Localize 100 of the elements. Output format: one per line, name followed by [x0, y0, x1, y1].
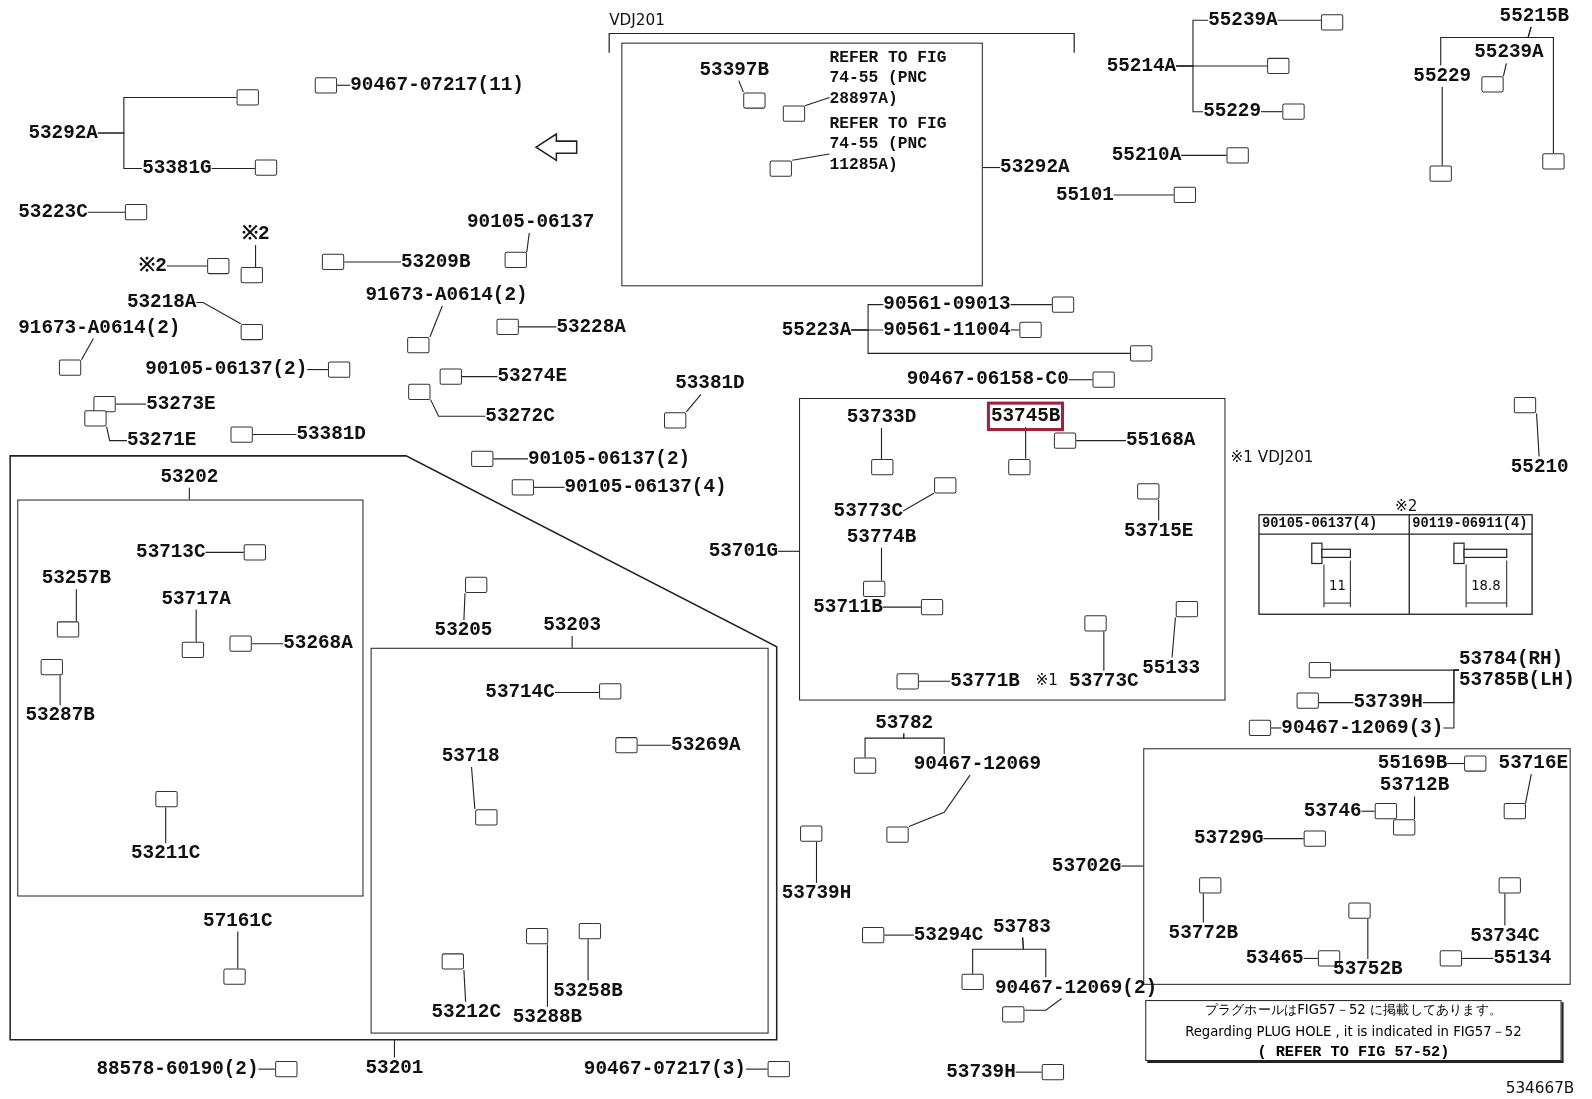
leader-line	[1502, 62, 1507, 77]
leader-line	[211, 168, 256, 170]
part-outline	[853, 757, 877, 774]
part-number: 53223C	[18, 201, 88, 223]
part-number: 88578-60190(2)	[96, 1058, 259, 1080]
leader-line	[738, 80, 744, 93]
part-number: 53739H	[781, 882, 852, 905]
leader-line	[237, 930, 239, 970]
part-outline	[207, 257, 230, 275]
part-number: 53785B(LH)	[1459, 670, 1575, 692]
leader-line	[393, 1039, 395, 1059]
leader-line	[518, 326, 557, 328]
part-outline	[1514, 397, 1537, 414]
leader-line	[554, 691, 600, 693]
leader-line	[533, 486, 566, 488]
leader-line	[166, 265, 208, 267]
leader-line	[1524, 773, 1532, 804]
part-outline	[1008, 458, 1031, 476]
part-number: 53274E	[497, 366, 567, 388]
leader-line	[791, 153, 831, 161]
part-outline	[59, 359, 82, 377]
leader-line	[745, 1068, 769, 1070]
part-number: 53716E	[1498, 752, 1569, 775]
part-number: 53381D	[675, 373, 745, 395]
part-number: 90105-06137(2)	[527, 448, 691, 470]
note-box	[1145, 1000, 1562, 1061]
leader-line	[815, 841, 818, 884]
part-number: 91673-A0614(2)	[18, 317, 181, 339]
part-outline	[408, 383, 431, 400]
part-outline	[1464, 755, 1487, 772]
leader-line	[461, 376, 499, 378]
part-number: 53739H	[946, 1061, 1016, 1083]
leader-line	[1441, 86, 1443, 167]
part-number: 55214A	[1106, 55, 1177, 77]
part-number: 53201	[365, 1057, 424, 1079]
leader-line	[1461, 957, 1495, 959]
part-number: 53272C	[485, 405, 555, 427]
leader-line	[1202, 893, 1204, 924]
leader-line	[188, 487, 190, 501]
leader-line	[903, 732, 945, 755]
part-number: 53212C	[431, 1001, 501, 1023]
leader-line	[777, 550, 800, 552]
part-outline	[1267, 57, 1290, 75]
part-outline	[1019, 321, 1042, 339]
leader-line	[880, 427, 883, 460]
leader-line	[1442, 669, 1460, 729]
part-number: 53713C	[136, 541, 206, 563]
part-number: 55168A	[1125, 430, 1196, 452]
leader-line	[204, 551, 245, 553]
part-number: 53714C	[485, 681, 555, 704]
leader-line	[1260, 111, 1283, 113]
leader-line	[880, 547, 883, 582]
part-outline	[465, 577, 488, 594]
part-outline	[1542, 153, 1565, 170]
part-number: 53711B	[813, 596, 883, 618]
part-outline	[1392, 819, 1416, 836]
part-outline	[769, 160, 793, 177]
leader-line	[1367, 918, 1369, 960]
part-number: 53292A	[1000, 156, 1070, 179]
note-text: プラグホールはFIG57－52 に掲載してあります。	[1204, 1000, 1502, 1019]
leader-line	[195, 302, 242, 325]
part-number: 53209B	[401, 251, 471, 273]
leader-line	[918, 680, 951, 682]
leader-line	[882, 606, 922, 608]
part-outline	[896, 673, 919, 690]
part-number: 90105-06137(2)	[145, 358, 308, 381]
leader-line	[1270, 727, 1282, 729]
table-header: 90119-06911(4)	[1412, 516, 1528, 532]
leader-line	[982, 166, 1001, 169]
leader-line	[255, 244, 257, 268]
leader-line	[463, 969, 467, 1003]
leader-line	[195, 609, 197, 643]
reference-note: REFER TO FIG 74-55 (PNC 11285A)	[829, 113, 947, 175]
part-number: 55229	[1203, 101, 1262, 123]
part-number: 55210	[1510, 456, 1569, 478]
leader-line	[251, 643, 284, 645]
footnote-mark: ※2	[241, 223, 270, 246]
part-number: 53783	[992, 916, 1051, 938]
part-outline	[314, 77, 338, 94]
part-outline	[767, 1061, 790, 1078]
footnote-mark: ※2	[139, 255, 167, 277]
part-outline	[886, 826, 910, 843]
part-outline	[782, 105, 805, 122]
part-number: 57161C	[203, 910, 273, 932]
part-outline	[1084, 615, 1107, 632]
dimension-value: 11	[1329, 578, 1346, 594]
leader-line	[492, 458, 529, 460]
part-number: 53203	[543, 614, 602, 637]
leader-line	[1277, 19, 1322, 21]
part-number: 53381G	[142, 157, 212, 180]
leader-line	[106, 426, 128, 442]
part-outline	[474, 808, 498, 826]
leader-line	[97, 132, 143, 170]
part-number: 55239A	[1474, 42, 1544, 64]
part-outline	[1308, 662, 1332, 679]
part-outline	[1041, 1064, 1065, 1081]
part-number: 53273E	[146, 393, 216, 415]
part-number: 53771B	[950, 670, 1020, 692]
part-outline	[155, 790, 178, 808]
part-outline	[526, 928, 549, 945]
